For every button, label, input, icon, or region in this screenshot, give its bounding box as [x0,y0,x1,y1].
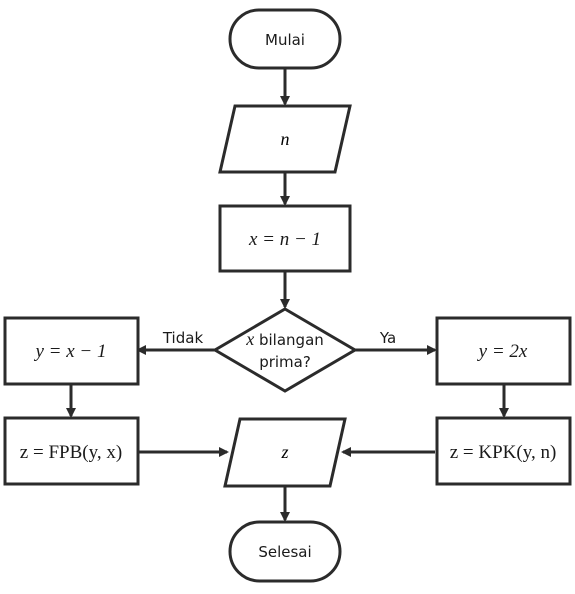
node-input-label: n [281,129,290,149]
node-output: z [223,417,347,488]
node-decision-line1: x bilangan [245,329,324,349]
process-shape [435,416,572,486]
node-start: Mulai [228,8,342,70]
node-assign-x-label: x = n − 1 [248,229,321,250]
terminator-shape [228,520,342,583]
edge-label-no: Tidak [162,329,204,347]
decision-shape [212,307,358,393]
node-decision: x bilangan prima? [212,307,358,393]
decision-var: x [245,329,254,349]
input-shape [218,104,352,174]
node-left-fpb-label: z = FPB(y, x) [20,442,122,463]
node-decision-line2: prima? [259,353,311,371]
edge-label-yes: Ya [379,329,396,347]
node-right-assign-label: y = 2x [477,341,528,362]
terminator-shape [228,8,342,70]
output-shape [223,417,347,488]
process-shape [3,316,140,386]
node-end: Selesai [228,520,342,583]
node-end-label: Selesai [258,543,311,561]
node-left-fpb: z = FPB(y, x) [3,416,140,486]
node-right-kpk-label: z = KPK(y, n) [450,442,557,463]
process-shape [3,416,140,486]
decision-rest: bilangan [254,331,324,349]
node-assign-x: x = n − 1 [218,204,352,273]
node-left-assign: y = x − 1 [3,316,140,386]
edges [66,68,509,522]
node-output-label: z [280,442,288,462]
node-left-assign-label: y = x − 1 [33,341,106,362]
node-right-assign: y = 2x [435,316,572,386]
node-start-label: Mulai [265,31,305,49]
node-input: n [218,104,352,174]
process-shape [435,316,572,386]
node-right-kpk: z = KPK(y, n) [435,416,572,486]
process-shape [218,204,352,273]
